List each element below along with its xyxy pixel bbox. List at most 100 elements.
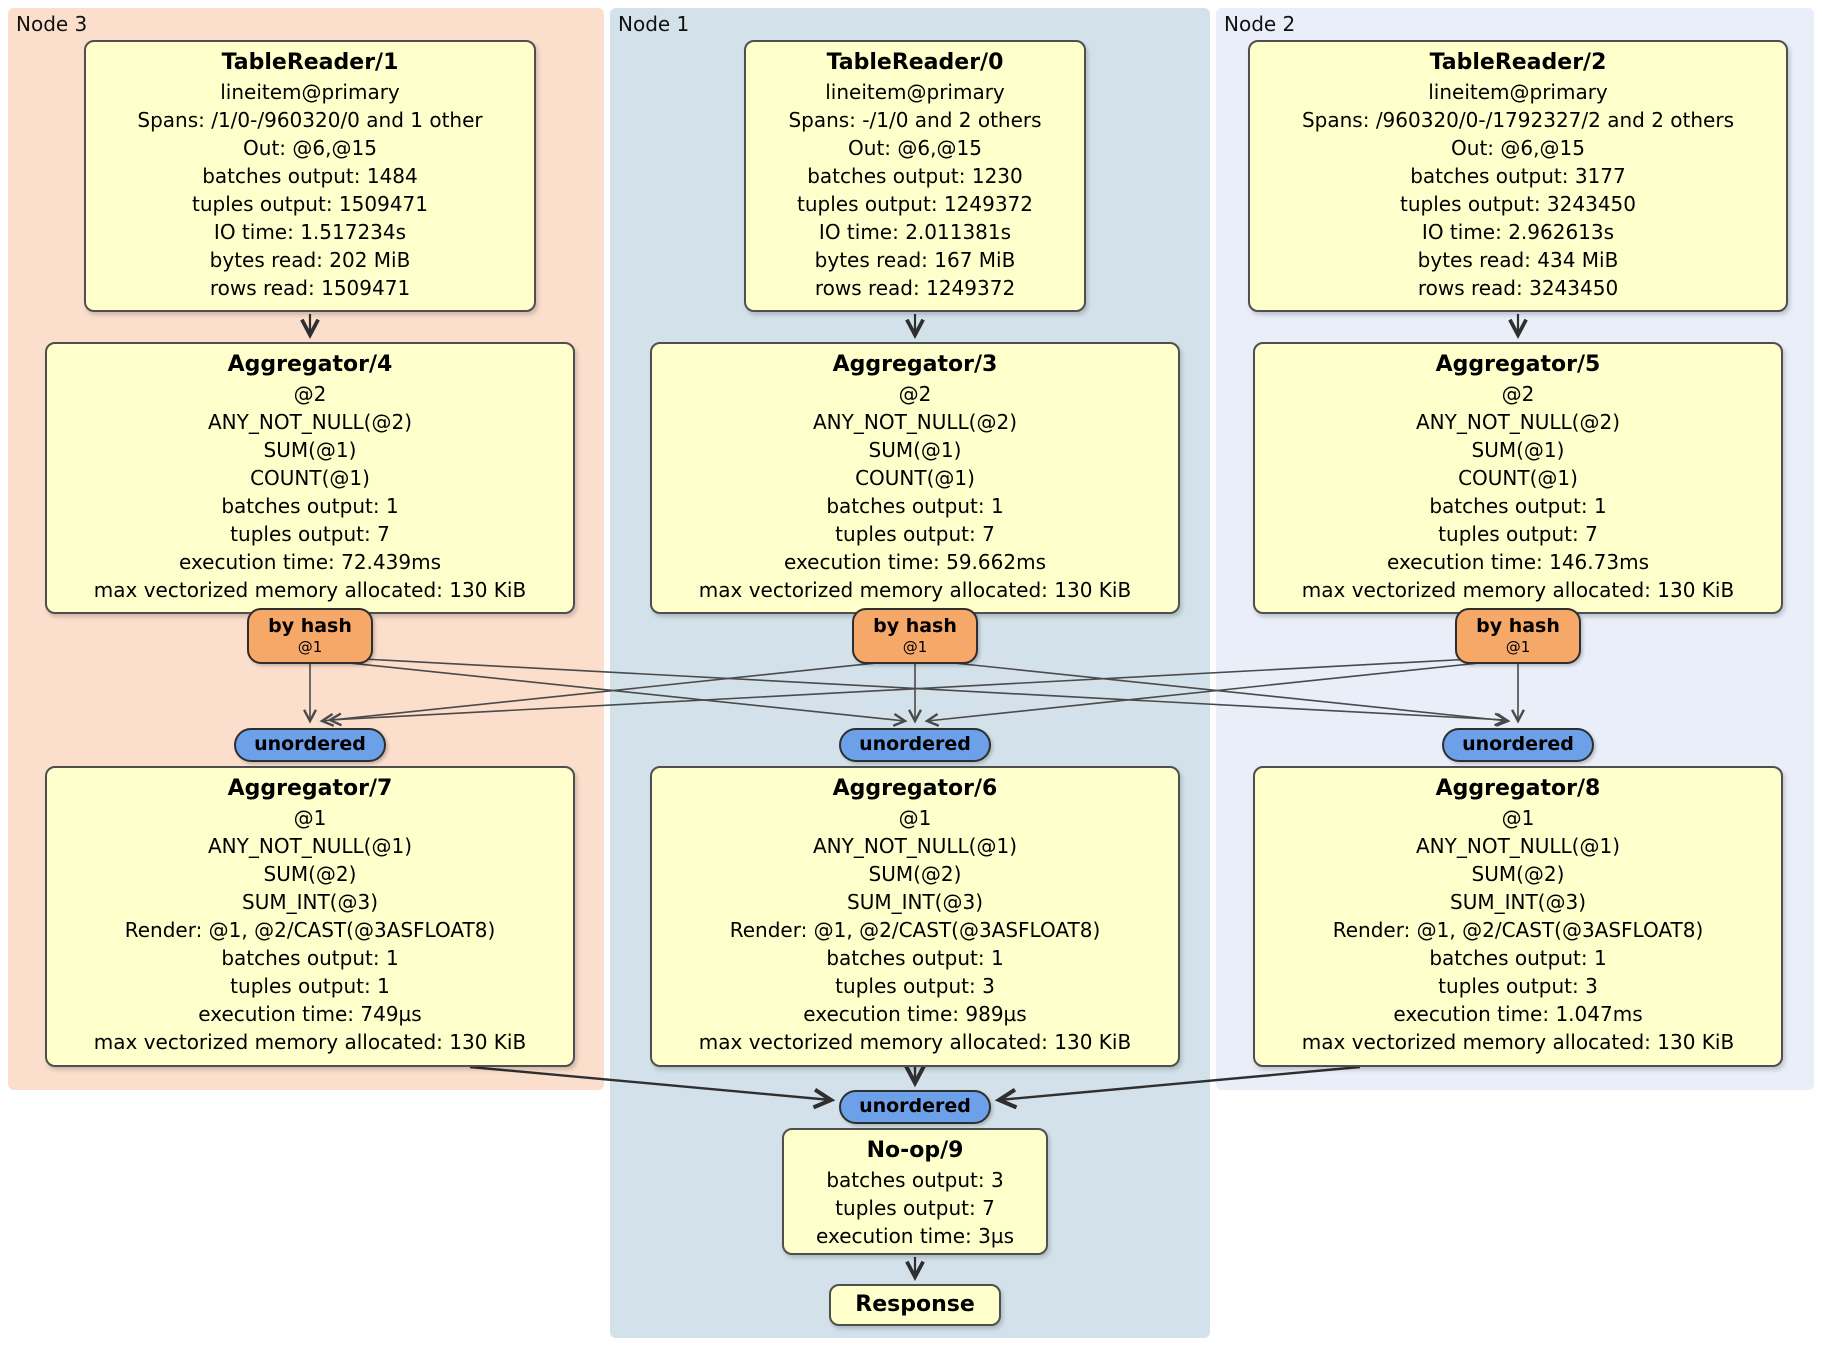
- hash-router-node1-label: by hash: [873, 615, 957, 637]
- box-line: Render: @1, @2/CAST(@3ASFLOAT8): [729, 918, 1101, 942]
- edge-aggregator7-finalsync: [469, 1065, 836, 1110]
- box-line: tuples output: 1: [230, 974, 390, 998]
- region-node3-label: Node 3: [16, 12, 88, 36]
- unordered-sync-node3: unordered: [234, 728, 386, 762]
- box-line: IO time: 2.962613s: [1421, 220, 1615, 244]
- region-node2-label: Node 2: [1224, 12, 1296, 36]
- box-line: execution time: 3µs: [816, 1224, 1014, 1248]
- box-line: @1: [1501, 806, 1535, 830]
- box-line: SUM(@1): [1471, 438, 1565, 462]
- box-line: batches output: 1484: [202, 164, 418, 188]
- box-line: tuples output: 7: [835, 522, 995, 546]
- box-line: ANY_NOT_NULL(@2): [813, 410, 1017, 434]
- box-line: batches output: 1: [1429, 946, 1607, 970]
- box-line: tuples output: 1249372: [797, 192, 1033, 216]
- box-line: Spans: /960320/0-/1792327/2 and 2 others: [1301, 108, 1734, 132]
- box-line: max vectorized memory allocated: 130 KiB: [93, 578, 527, 602]
- box-line: SUM(@1): [868, 438, 962, 462]
- edge-aggregator8-finalsync: [994, 1065, 1361, 1110]
- box-line: tuples output: 3243450: [1400, 192, 1636, 216]
- box-line: tuples output: 7: [1438, 522, 1598, 546]
- box-line: SUM(@1): [263, 438, 357, 462]
- unordered-sync-node1: unordered: [839, 728, 991, 762]
- box-line: Out: @6,@15: [848, 136, 982, 160]
- box-line: batches output: 1: [826, 494, 1004, 518]
- noop-9-title: No-op/9: [866, 1138, 964, 1163]
- box-line: max vectorized memory allocated: 130 KiB: [93, 1030, 527, 1054]
- region-node1-label: Node 1: [618, 12, 690, 36]
- box-line: max vectorized memory allocated: 130 KiB: [698, 1030, 1132, 1054]
- aggregator-7-title: Aggregator/7: [227, 776, 393, 801]
- edge-router1-sync3: [319, 659, 906, 727]
- unordered-sync-final-label: unordered: [859, 1095, 971, 1117]
- box-line: @1: [293, 806, 327, 830]
- box-line: tuples output: 3: [1438, 974, 1598, 998]
- unordered-sync-node2-label: unordered: [1462, 733, 1574, 755]
- box-line: batches output: 1: [221, 494, 399, 518]
- box-line: SUM(@2): [263, 862, 357, 886]
- aggregator-5-title: Aggregator/5: [1435, 352, 1601, 377]
- hash-router-node3: by hash @1: [247, 608, 373, 664]
- box-line: execution time: 989µs: [803, 1002, 1027, 1026]
- hash-router-node2: by hash @1: [1455, 608, 1581, 664]
- box-line: ANY_NOT_NULL(@1): [1416, 834, 1620, 858]
- box-line: Spans: -/1/0 and 2 others: [788, 108, 1042, 132]
- box-line: @1: [898, 806, 932, 830]
- aggregator-4-title: Aggregator/4: [227, 352, 393, 377]
- unordered-sync-node2: unordered: [1442, 728, 1594, 762]
- box-line: batches output: 3: [826, 1168, 1004, 1192]
- hash-router-node3-label: by hash: [268, 615, 352, 637]
- box-line: lineitem@primary: [220, 80, 400, 104]
- box-line: tuples output: 7: [835, 1196, 995, 1220]
- box-line: Out: @6,@15: [243, 136, 377, 160]
- box-line: tuples output: 3: [835, 974, 995, 998]
- box-line: IO time: 2.011381s: [818, 220, 1012, 244]
- aggregator-6-title: Aggregator/6: [832, 776, 998, 801]
- tablereader-1-title: TableReader/1: [221, 50, 399, 75]
- box-line: rows read: 1509471: [209, 276, 411, 300]
- box-line: SUM_INT(@3): [242, 890, 378, 914]
- box-line: SUM(@2): [1471, 862, 1565, 886]
- box-line: IO time: 1.517234s: [213, 220, 407, 244]
- box-line: COUNT(@1): [1458, 466, 1578, 490]
- hash-router-node2-label: by hash: [1476, 615, 1560, 637]
- box-line: @2: [1501, 382, 1535, 406]
- box-line: batches output: 1: [1429, 494, 1607, 518]
- box-line: bytes read: 167 MiB: [814, 248, 1016, 272]
- box-line: bytes read: 202 MiB: [209, 248, 411, 272]
- edge-router2-sync3: [327, 656, 1511, 727]
- box-line: max vectorized memory allocated: 130 KiB: [698, 578, 1132, 602]
- box-line: ANY_NOT_NULL(@2): [1416, 410, 1620, 434]
- box-line: execution time: 749µs: [198, 1002, 422, 1026]
- box-line: COUNT(@1): [250, 466, 370, 490]
- unordered-sync-node1-label: unordered: [859, 733, 971, 755]
- box-line: Spans: /1/0-/960320/0 and 1 other: [137, 108, 483, 132]
- aggregator-3-title: Aggregator/3: [832, 352, 998, 377]
- box-line: rows read: 1249372: [814, 276, 1016, 300]
- box-line: Out: @6,@15: [1451, 136, 1585, 160]
- tablereader-2-title: TableReader/2: [1429, 50, 1607, 75]
- box-line: max vectorized memory allocated: 130 KiB: [1301, 1030, 1735, 1054]
- box-line: Render: @1, @2/CAST(@3ASFLOAT8): [124, 918, 496, 942]
- noop-9-details: batches output: 3 tuples output: 7 executi…: [784, 1166, 1046, 1250]
- box-line: execution time: 59.662ms: [784, 550, 1046, 574]
- box-line: SUM_INT(@3): [1450, 890, 1586, 914]
- box-line: ANY_NOT_NULL(@1): [813, 834, 1017, 858]
- box-line: rows read: 3243450: [1417, 276, 1619, 300]
- box-line: lineitem@primary: [825, 80, 1005, 104]
- box-line: @2: [898, 382, 932, 406]
- box-line: batches output: 1: [221, 946, 399, 970]
- tablereader-0-title: TableReader/0: [826, 50, 1004, 75]
